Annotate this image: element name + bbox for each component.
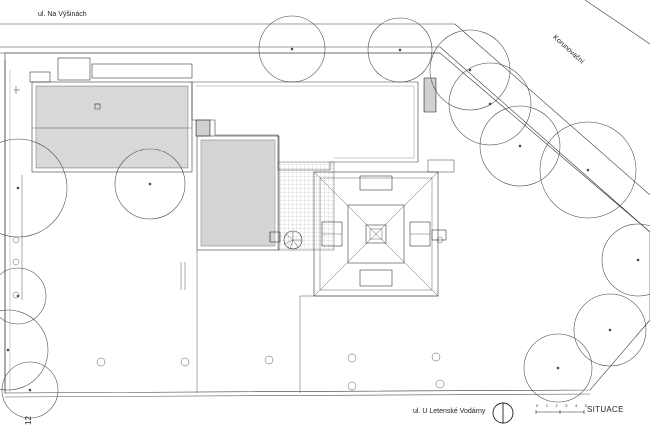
page-number: 12 (24, 416, 33, 425)
street-top-edge (0, 23, 455, 54)
street-label-na-vysinach: ul. Na Výšinách (38, 11, 87, 18)
pavilion-building (313, 171, 447, 297)
annex-blocks (29, 57, 193, 83)
street-side-edge (439, 0, 650, 233)
garden-paths (21, 175, 438, 393)
courtyard-paving (277, 161, 335, 251)
scale-bar (535, 410, 585, 414)
north-arrow-icon (492, 402, 514, 424)
building-west (31, 81, 193, 173)
trees (0, 15, 650, 419)
shrubs (12, 236, 445, 391)
plan-title: SITUACE (587, 405, 624, 414)
building-middle (196, 135, 281, 251)
scale-bar-numbers: 0 1 2 3 4 5 (536, 403, 591, 408)
spiral-staircase (283, 230, 303, 250)
east-stairs (423, 77, 437, 113)
street-label-u-letenske-vodarny: ul. U Letenské Vodárny (413, 408, 486, 415)
